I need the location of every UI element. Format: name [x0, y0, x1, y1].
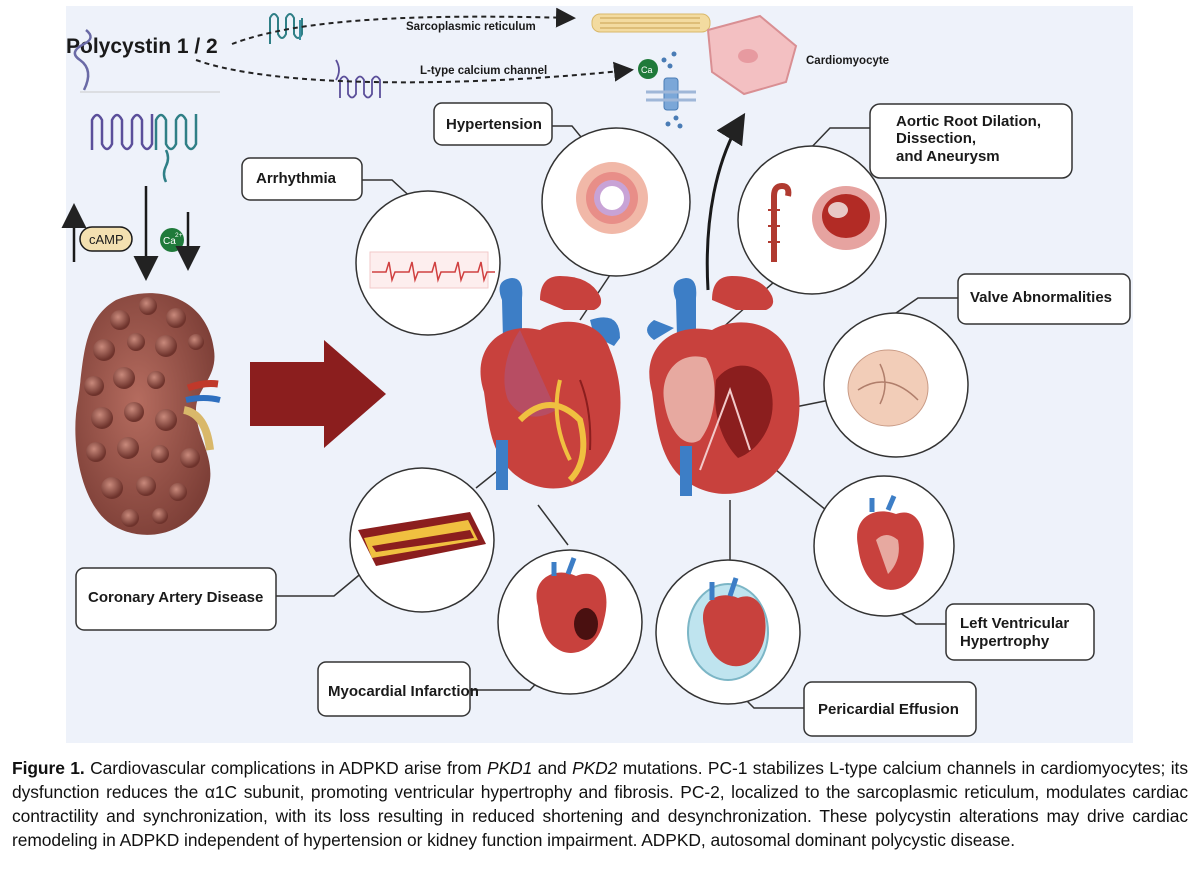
polycystin-protein-icon [73, 29, 220, 183]
valve-icon [847, 349, 929, 427]
ca-label-top: Ca [641, 65, 653, 75]
mini-heart-lvh-icon [857, 495, 924, 590]
kidney-icon [75, 293, 221, 535]
lvh-box [945, 603, 1095, 661]
pericardial-box [803, 681, 977, 737]
aortic-box [869, 103, 1073, 179]
camp-label: cAMP [89, 232, 124, 247]
label-arrhythmia: Arrhythmia [256, 170, 337, 187]
calcium-badge: Ca 2+ [160, 228, 184, 252]
coronary-box [75, 567, 277, 631]
cardiomyocyte-icon [706, 14, 798, 96]
arrow-heart-to-cardiomyocyte [705, 112, 746, 291]
mini-heart-infarction-icon [536, 557, 607, 653]
caption-gene1: PKD1 [487, 758, 533, 778]
camp-pill: cAMP [79, 226, 133, 252]
myocardial-box [317, 661, 471, 717]
muscle-fiber-icon [591, 13, 711, 33]
artery-plaque-icon [358, 512, 486, 566]
label-cardiomyocyte: Cardiomyocyte [806, 55, 889, 67]
heart-icon [480, 276, 621, 490]
ca-label-left: Ca [163, 236, 176, 247]
label-pericardial: Pericardial Effusion [818, 701, 959, 718]
arrow-to-sarcoplasmic [231, 7, 576, 45]
figure-caption: Figure 1. Cardiovascular complications i… [12, 756, 1188, 852]
ecg-icon [369, 251, 495, 289]
caption-label: Figure 1. [12, 758, 85, 778]
caption-part2: and [532, 758, 573, 778]
label-sarcoplasmic: Sarcoplasmic reticulum [406, 21, 536, 33]
aorta-icon [768, 182, 880, 262]
ca-charge-left: 2+ [175, 232, 183, 239]
diagram-title: Polycystin 1 / 2 [66, 35, 218, 58]
arrow-to-l-type [195, 59, 634, 84]
valve-box [957, 273, 1131, 325]
caption-part1: Cardiovascular complications in ADPKD ar… [84, 758, 488, 778]
polycystin-small-icon-mid [335, 59, 381, 99]
caption-part3: mutations. PC-1 stabilizes L-type calciu… [12, 758, 1188, 850]
label-valve: Valve Abnormalities [970, 289, 1112, 306]
label-hypertension: Hypertension [446, 116, 542, 133]
polycystin-small-icon-top [269, 13, 303, 44]
label-lvh-2: Hypertrophy [960, 633, 1050, 650]
mini-heart-pericardial-icon [687, 577, 769, 681]
calcium-channel-icon: Ca [638, 51, 696, 129]
arrhythmia-box [241, 157, 363, 201]
label-aortic-3: and Aneurysm [896, 148, 1000, 165]
label-myocardial: Myocardial Infarction [328, 683, 479, 700]
label-aortic-2: Dissection, [896, 130, 976, 147]
big-red-arrow [250, 340, 386, 448]
label-aortic-1: Aortic Root Dilation, [896, 113, 1041, 130]
hypertension-box [433, 102, 553, 146]
caption-gene2: PKD2 [572, 758, 618, 778]
heart-cross-section-icon [647, 276, 800, 496]
artery-crosssection-icon [576, 162, 648, 234]
label-lvh-1: Left Ventricular [960, 615, 1069, 632]
label-l-type: L-type calcium channel [420, 65, 547, 77]
label-coronary: Coronary Artery Disease [88, 589, 263, 606]
